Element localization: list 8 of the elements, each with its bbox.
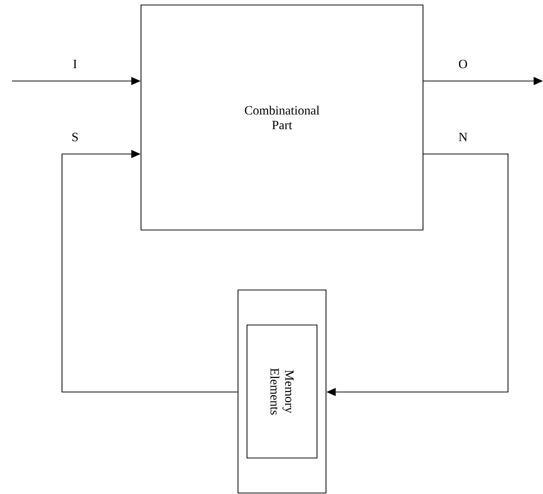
process-box: Combinational Part (140, 4, 424, 230)
edge-label: N (458, 132, 468, 142)
arrow (62, 150, 238, 392)
edge-label: O (458, 60, 468, 68)
edge-label: I (73, 60, 77, 68)
memory-box: Memory Elements (246, 324, 318, 458)
edge-label: S (72, 132, 78, 142)
outer-box (238, 290, 326, 494)
